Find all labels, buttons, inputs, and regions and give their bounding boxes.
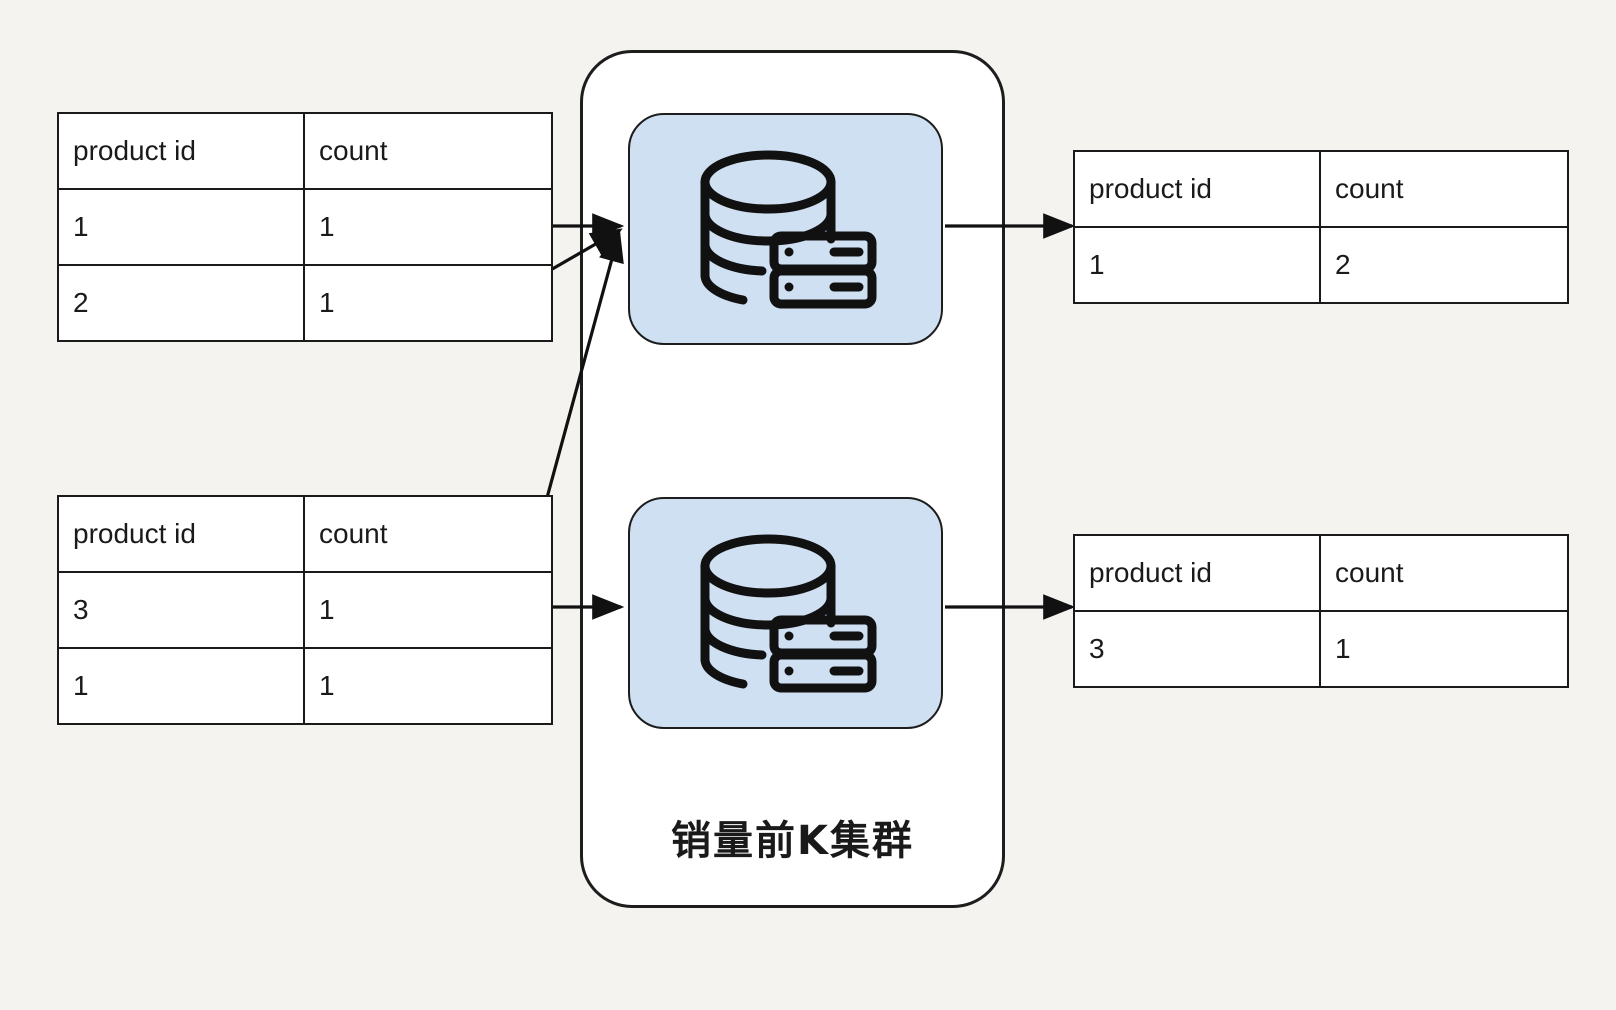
table-row: 3 1 bbox=[1073, 610, 1569, 688]
input-table-shard-1: product id count 1 1 2 1 bbox=[57, 112, 553, 342]
cell-product-id: 2 bbox=[57, 264, 305, 342]
column-header-product-id: product id bbox=[57, 495, 305, 573]
table-row: 3 1 bbox=[57, 571, 553, 649]
cell-product-id: 1 bbox=[1073, 226, 1321, 304]
column-header-count: count bbox=[303, 495, 553, 573]
database-server-icon bbox=[700, 534, 876, 693]
column-header-product-id: product id bbox=[1073, 534, 1321, 612]
table-row: product id count bbox=[57, 495, 553, 573]
cell-count: 1 bbox=[303, 264, 553, 342]
table-row: product id count bbox=[1073, 150, 1569, 228]
table-row: product id count bbox=[57, 112, 553, 190]
cell-count: 1 bbox=[1319, 610, 1569, 688]
table-row: 1 1 bbox=[57, 647, 553, 725]
column-header-count: count bbox=[303, 112, 553, 190]
table-row: 2 1 bbox=[57, 264, 553, 342]
database-node-bottom[interactable] bbox=[628, 497, 943, 729]
cell-count: 2 bbox=[1319, 226, 1569, 304]
database-server-icon bbox=[700, 150, 876, 309]
column-header-product-id: product id bbox=[57, 112, 305, 190]
cell-product-id: 3 bbox=[1073, 610, 1321, 688]
input-table-shard-2: product id count 3 1 1 1 bbox=[57, 495, 553, 725]
table-row: 1 1 bbox=[57, 188, 553, 266]
column-header-count: count bbox=[1319, 534, 1569, 612]
cell-count: 1 bbox=[303, 188, 553, 266]
column-header-product-id: product id bbox=[1073, 150, 1321, 228]
output-table-node-1: product id count 1 2 bbox=[1073, 150, 1569, 304]
cell-product-id: 1 bbox=[57, 647, 305, 725]
cell-product-id: 1 bbox=[57, 188, 305, 266]
cell-product-id: 3 bbox=[57, 571, 305, 649]
column-header-count: count bbox=[1319, 150, 1569, 228]
table-row: 1 2 bbox=[1073, 226, 1569, 304]
cell-count: 1 bbox=[303, 647, 553, 725]
table-row: product id count bbox=[1073, 534, 1569, 612]
cell-count: 1 bbox=[303, 571, 553, 649]
cluster-label: 销量前K集群 bbox=[671, 818, 914, 864]
database-node-top[interactable] bbox=[628, 113, 943, 345]
output-table-node-2: product id count 3 1 bbox=[1073, 534, 1569, 688]
